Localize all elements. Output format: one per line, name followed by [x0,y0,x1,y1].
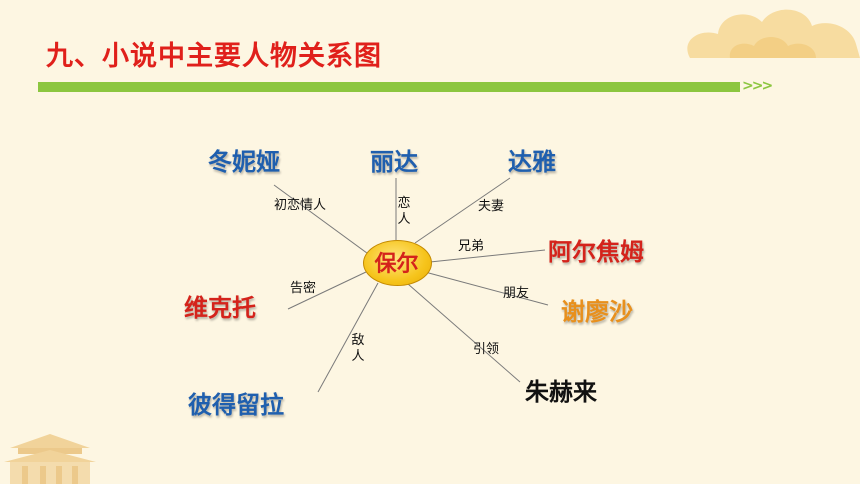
character-weiketuo: 维克托 [184,294,256,322]
line-zhuhelai [407,283,521,383]
relation-label-lida: 恋人 [397,196,411,227]
character-daya: 达雅 [508,148,556,176]
character-bidelila: 彼得留拉 [188,391,284,419]
title-divider [38,82,740,92]
line-daya [414,177,511,244]
character-aerjiaomu: 阿尔焦姆 [548,238,644,266]
center-character-baoer: 保尔 [374,252,419,277]
character-zhuhelai: 朱赫来 [525,378,597,406]
character-lida: 丽达 [370,148,418,176]
character-dongniya: 冬妮娅 [208,148,280,176]
relation-label-bidelila: 敌人 [351,333,365,364]
character-xieliaosha: 谢廖沙 [561,298,633,326]
center-ellipse [363,240,432,286]
palace-decoration-icon [4,434,96,484]
cloud-decoration-icon [687,9,860,58]
relation-label-zhuhelai: 引领 [473,342,500,357]
relation-label-dongniya: 初恋情人 [274,198,327,213]
relation-label-weiketuo: 告密 [290,281,317,296]
divider-arrows-icon: >>> [742,78,773,94]
relation-label-xieliaosha: 朋友 [503,286,530,301]
line-dongniya [273,184,372,257]
relation-label-daya: 夫妻 [478,199,505,214]
relation-label-aerjiaomu: 兄弟 [458,239,485,254]
line-weiketuo [287,271,367,310]
line-xieliaosha [424,271,549,306]
line-aerjiaomu [429,249,546,263]
page-title: 九、小说中主要人物关系图 [46,41,382,72]
line-bidelila [317,282,379,393]
